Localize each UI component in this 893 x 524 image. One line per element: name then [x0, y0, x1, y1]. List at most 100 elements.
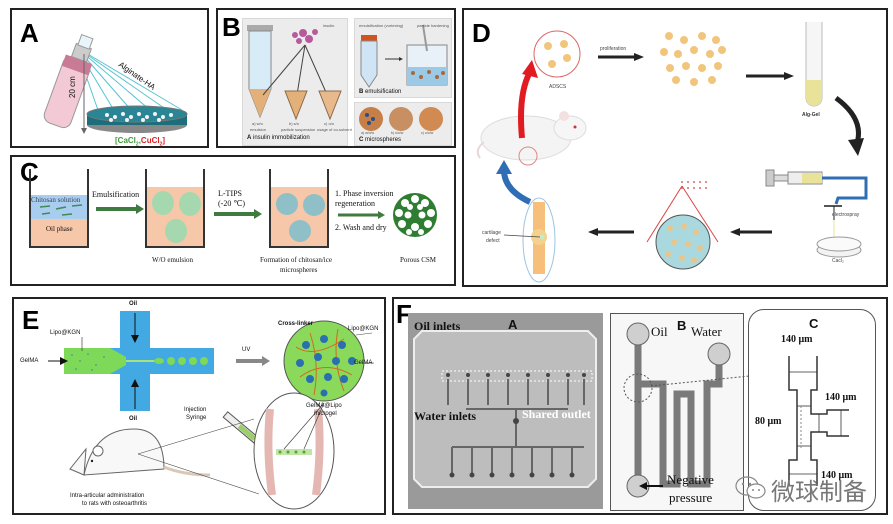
wash-dry-label: 2. Wash and dry: [335, 223, 387, 232]
subpanel-microspheres: a) w/o/w b) s/o/w c) o/o/w C microsphere…: [354, 102, 452, 146]
knee-joint-icon: [253, 392, 335, 510]
rat-icon: [476, 111, 587, 166]
panel-label: A: [20, 18, 39, 48]
beaker-wo-emulsion: [145, 169, 205, 248]
dimension-top-label: 140 μm: [781, 334, 813, 345]
shared-outlet-label: Shared outlet: [522, 407, 591, 421]
adscs-circle: [533, 30, 581, 78]
spray-illustration: [43, 34, 188, 134]
wechat-icon: [735, 476, 766, 499]
electrospray-label: electrospray: [832, 212, 860, 218]
subpanel-serpentine-channel: B Oil Water Negative pressure: [610, 313, 770, 511]
chitosan-ice-label-2: microspheres: [280, 266, 318, 274]
temperature-label: (-20 ℃): [218, 199, 245, 208]
hardening-label: particle hardening: [417, 23, 449, 28]
microsphere-label-a: a) w/o/w: [361, 131, 375, 135]
panel-label: B: [222, 12, 241, 42]
subpanel-junction-dimensions: C 140 μm 140 μm 80 μm 140 μm: [748, 309, 876, 511]
lipo-kgn-label: Lipo@KGN: [348, 326, 379, 332]
cartilage-defect-label-2: defect: [486, 238, 500, 244]
spray-lines: [75, 46, 183, 114]
panel-d: D: [462, 8, 888, 287]
administration-label: Intra-articular administration: [70, 493, 145, 499]
blue-arrow: [501, 169, 532, 205]
uv-label: UV: [242, 347, 251, 353]
rat-icon: [69, 428, 211, 477]
water-inlets-label: Water inlets: [414, 409, 477, 423]
watermark-text: 微球制备: [771, 478, 867, 506]
crosslinker-label: Cross-linker: [278, 321, 314, 327]
dimension-left-label: 80 μm: [755, 416, 782, 427]
proliferated-cells-icon: [660, 32, 726, 86]
injection-label: Injection: [184, 407, 207, 413]
syringe-label: Syringe: [186, 415, 207, 421]
gelma-inlet-label: GelMA: [20, 358, 39, 364]
negative-pressure-label: Negative: [667, 472, 714, 487]
curved-arrow: [834, 95, 861, 147]
panel-b: B insulin a) w/o b) s/o c) o/o emulsion …: [216, 8, 456, 148]
panel-a: A: [10, 8, 209, 148]
tube-label-a: a) w/o: [252, 121, 263, 126]
proliferation-label: proliferation: [600, 46, 627, 52]
microgel-label: GelMA@Lipo: [306, 403, 342, 409]
cacl2-dish-icon: [816, 236, 862, 258]
tube-label-b: b) s/o: [289, 121, 300, 126]
junction-dimension-diagram: [788, 356, 849, 486]
microspheres-illustration: [359, 107, 443, 131]
emulsification-step-label: Emulsification: [92, 190, 140, 199]
subpanel-letter: A: [508, 317, 518, 332]
adscs-label: ADSCS: [549, 84, 567, 90]
tube-caption-a: emulsion: [250, 127, 267, 132]
chitosan-ice-label: Formation of chitosan/ice: [260, 256, 332, 264]
emulsification-illustration: [360, 24, 448, 88]
insulin-label: insulin: [323, 23, 335, 28]
red-arrow: [518, 70, 533, 139]
chitosan-label: Chitosan solution: [31, 196, 81, 204]
spray-bottle-icon: [43, 34, 94, 129]
subpanel-emulsification: emulsification (vortexing) particle hard…: [354, 18, 452, 98]
petri-dish-icon: [86, 105, 188, 133]
microgel-droplets: [154, 357, 208, 365]
dimension-right-label: 140 μm: [825, 392, 857, 403]
subpanel-caption: C microspheres: [359, 137, 402, 143]
subpanel-letter: C: [809, 316, 819, 331]
panel-label: D: [472, 18, 491, 48]
syringe-icon: [765, 169, 868, 238]
oil-bottom-label: Oil: [129, 416, 138, 422]
watermark: 微球制备: [735, 470, 885, 506]
wo-emulsion-label: W/O emulsion: [152, 256, 194, 264]
panel-f: F Oil inlets A Water inlets Shared o: [392, 297, 888, 515]
subpanel-insulin-immobilization: insulin a) w/o b) s/o c) o/o emulsion pa…: [242, 18, 352, 146]
beaker-chitosan-ice: [269, 169, 329, 248]
microfluidic-microgel-diagram: [48, 311, 374, 510]
negative-pressure-label-2: pressure: [669, 490, 713, 505]
beaker-oil-chitosan: [29, 169, 89, 248]
emulsification-label: emulsification (vortexing): [359, 23, 404, 28]
insulin-molecule-icon: [292, 29, 318, 44]
microgel-label-2: microgel: [314, 411, 337, 417]
gelma-label: GelMA: [354, 360, 373, 366]
regeneration-label: regeneration: [335, 199, 375, 208]
adscs-cycle-diagram: [476, 22, 868, 283]
porous-csm-process-diagram: [29, 169, 437, 248]
insulin-tubes-illustration: [247, 25, 342, 121]
oil-label: Oil: [651, 324, 668, 339]
panel-label: E: [22, 305, 40, 335]
phase-inversion-label: 1. Phase inversion: [335, 189, 394, 198]
porous-csm-label: Porous CSM: [400, 256, 436, 264]
oil-phase-label: Oil phase: [46, 225, 73, 233]
subpanel-caption: A insulin immobilization: [247, 135, 310, 141]
lipo-kgn-inlet-label: Lipo@KGN: [50, 330, 81, 336]
microsphere-label-c: c) o/o/w: [421, 131, 434, 135]
stem-cells-icon: [544, 40, 571, 68]
administration-label-2: to rats with osteoarthritis: [82, 501, 148, 507]
magnified-microsphere-icon: [646, 181, 719, 270]
subpanel-caption: B emulsification: [359, 89, 402, 95]
oil-inlets-label: Oil inlets: [414, 319, 461, 333]
tube-caption-c: usage of co-solvent: [317, 127, 352, 132]
test-tube-icon: [805, 22, 823, 107]
serpentine-channel-illustration: [623, 322, 770, 498]
gelma-lipo-microgel-icon: [283, 320, 365, 402]
panel-label: F: [396, 299, 412, 329]
microsphere-label-b: b) s/o/w: [391, 131, 404, 135]
